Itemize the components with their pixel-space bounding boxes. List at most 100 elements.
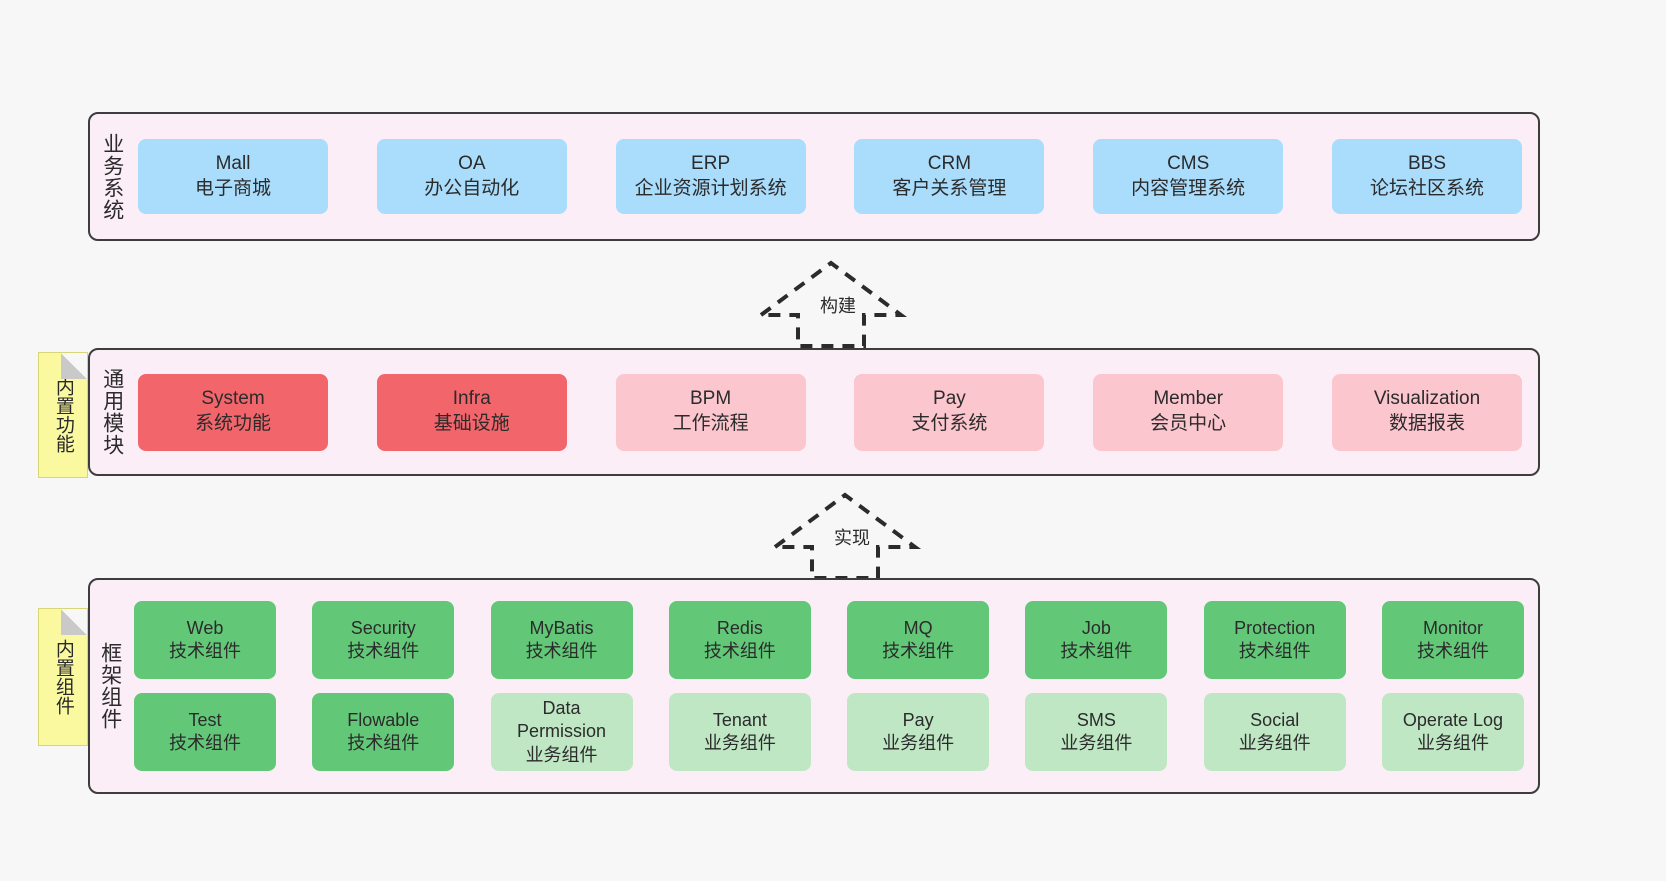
framework-component-card-title: Protection bbox=[1234, 617, 1316, 638]
business-system-card[interactable]: BBS 论坛社区系统 bbox=[1331, 139, 1522, 214]
common-module-card-title: Visualization bbox=[1373, 388, 1481, 410]
common-module-card-title: Pay bbox=[933, 388, 966, 410]
framework-component-card-subtitle: 技术组件 bbox=[347, 641, 420, 661]
business-system-card-title: ERP bbox=[691, 152, 731, 174]
framework-component-card-title: Job bbox=[1081, 617, 1111, 638]
common-module-card-title: BPM bbox=[690, 388, 732, 410]
business-system-card[interactable]: Mall 电子商城 bbox=[138, 139, 328, 214]
framework-component-card[interactable]: Pay 业务组件 bbox=[847, 693, 990, 771]
implement-arrow-label: 实现 bbox=[832, 524, 872, 550]
common-module-card[interactable]: System 系统功能 bbox=[138, 373, 328, 451]
business-system-card-subtitle: 电子商城 bbox=[194, 177, 271, 199]
framework-component-card-title: Redis bbox=[716, 617, 763, 638]
common-module-card[interactable]: Member 会员中心 bbox=[1093, 373, 1284, 451]
common-module-card[interactable]: Pay 支付系统 bbox=[854, 373, 1045, 451]
business-systems-layer: 业务系统 Mall 电子商城 OA 办公自动化 ERP 企业资源计划系统 CRM 客户关系管理… bbox=[88, 112, 1540, 241]
framework-component-card-title: Tenant bbox=[712, 709, 767, 730]
framework-component-card[interactable]: Test 技术组件 bbox=[134, 693, 276, 771]
business-system-card[interactable]: OA 办公自动化 bbox=[376, 139, 567, 214]
build-arrow-label: 构建 bbox=[818, 292, 858, 318]
business-systems-layer-title: 业务系统 bbox=[100, 132, 124, 221]
framework-component-card[interactable]: Tenant 业务组件 bbox=[668, 693, 811, 771]
business-system-card-subtitle: 客户关系管理 bbox=[892, 177, 1007, 199]
framework-component-card-subtitle: 技术组件 bbox=[169, 641, 241, 661]
common-module-card-subtitle: 数据报表 bbox=[1388, 413, 1465, 434]
implement-arrow: 实现 bbox=[768, 490, 922, 582]
common-module-card-subtitle: 基础设施 bbox=[433, 413, 510, 434]
framework-component-card[interactable]: Redis 技术组件 bbox=[668, 601, 811, 679]
framework-component-card[interactable]: Protection 技术组件 bbox=[1203, 601, 1346, 679]
builtin-components-note-label: 内置组件 bbox=[52, 639, 74, 715]
framework-component-card-title: Social bbox=[1250, 709, 1300, 730]
common-module-card-subtitle: 会员中心 bbox=[1150, 413, 1227, 434]
framework-component-card-title: Test bbox=[188, 709, 222, 730]
common-module-card-title: System bbox=[201, 388, 265, 410]
business-system-card[interactable]: CRM 客户关系管理 bbox=[854, 139, 1045, 214]
business-system-card-subtitle: 论坛社区系统 bbox=[1369, 177, 1484, 199]
common-module-card-title: Member bbox=[1153, 388, 1224, 410]
business-system-card-title: Mall bbox=[215, 152, 251, 174]
framework-component-card-title: SMS bbox=[1076, 709, 1116, 730]
common-module-card-subtitle: 支付系统 bbox=[911, 413, 988, 434]
framework-component-card-subtitle: 技术组件 bbox=[882, 641, 955, 661]
business-system-card-title: CRM bbox=[927, 152, 972, 174]
builtin-features-note: 内置功能 bbox=[38, 352, 88, 478]
framework-component-card-title: Security bbox=[350, 617, 416, 638]
framework-component-card-subtitle: 技术组件 bbox=[347, 733, 420, 753]
framework-components-layer-title: 框架组件 bbox=[98, 642, 122, 730]
common-module-card[interactable]: BPM 工作流程 bbox=[615, 373, 806, 451]
business-systems-card-container: Mall 电子商城 OA 办公自动化 ERP 企业资源计划系统 CRM 客户关系管理 CMS 内容… bbox=[134, 114, 1538, 239]
business-system-card-subtitle: 内容管理系统 bbox=[1131, 177, 1246, 199]
framework-component-card-subtitle: 技术组件 bbox=[169, 733, 241, 753]
framework-component-card-subtitle: 技术组件 bbox=[525, 641, 598, 661]
framework-component-card-subtitle: 技术组件 bbox=[703, 641, 776, 661]
business-system-card-title: BBS bbox=[1407, 152, 1446, 174]
framework-component-card-subtitle: 业务组件 bbox=[1416, 733, 1489, 753]
framework-component-card[interactable]: Social 业务组件 bbox=[1203, 693, 1346, 771]
framework-component-card-title: Data Permission bbox=[517, 697, 607, 742]
business-system-card-subtitle: 企业资源计划系统 bbox=[634, 177, 787, 199]
framework-component-card-subtitle: 业务组件 bbox=[703, 733, 776, 753]
framework-component-card-title: Pay bbox=[902, 709, 934, 730]
framework-component-card-title: MQ bbox=[903, 617, 933, 638]
framework-component-card-subtitle: 技术组件 bbox=[1060, 641, 1133, 661]
common-module-card-subtitle: 工作流程 bbox=[672, 413, 749, 434]
framework-component-card[interactable]: Job 技术组件 bbox=[1025, 601, 1168, 679]
framework-component-card-title: Operate Log bbox=[1402, 709, 1503, 730]
build-arrow: 构建 bbox=[754, 258, 908, 350]
builtin-components-note: 内置组件 bbox=[38, 608, 88, 746]
framework-component-card-title: MyBatis bbox=[529, 617, 594, 638]
framework-component-card[interactable]: Security 技术组件 bbox=[312, 601, 455, 679]
common-module-card[interactable]: Visualization 数据报表 bbox=[1331, 373, 1522, 451]
business-system-card[interactable]: ERP 企业资源计划系统 bbox=[615, 139, 806, 214]
framework-component-card-subtitle: 业务组件 bbox=[525, 744, 598, 765]
business-systems-row: Mall 电子商城 OA 办公自动化 ERP 企业资源计划系统 CRM 客户关系管理 CMS 内容… bbox=[138, 139, 1522, 214]
framework-component-card[interactable]: MQ 技术组件 bbox=[847, 601, 990, 679]
framework-component-card-subtitle: 业务组件 bbox=[882, 733, 955, 753]
common-modules-layer-title: 通用模块 bbox=[100, 368, 124, 456]
business-system-card-title: OA bbox=[458, 152, 486, 174]
builtin-features-note-label: 内置功能 bbox=[52, 377, 74, 453]
business-system-card-subtitle: 办公自动化 bbox=[424, 177, 520, 199]
business-system-card-title: CMS bbox=[1167, 152, 1210, 174]
framework-component-card-subtitle: 技术组件 bbox=[1238, 641, 1311, 661]
framework-component-card[interactable]: MyBatis 技术组件 bbox=[490, 601, 633, 679]
framework-component-card-title: Monitor bbox=[1422, 617, 1483, 638]
business-system-card[interactable]: CMS 内容管理系统 bbox=[1093, 139, 1284, 214]
common-module-card-subtitle: 系统功能 bbox=[194, 413, 271, 434]
framework-component-card-subtitle: 业务组件 bbox=[1238, 733, 1311, 753]
framework-component-card[interactable]: Operate Log 业务组件 bbox=[1381, 693, 1524, 771]
